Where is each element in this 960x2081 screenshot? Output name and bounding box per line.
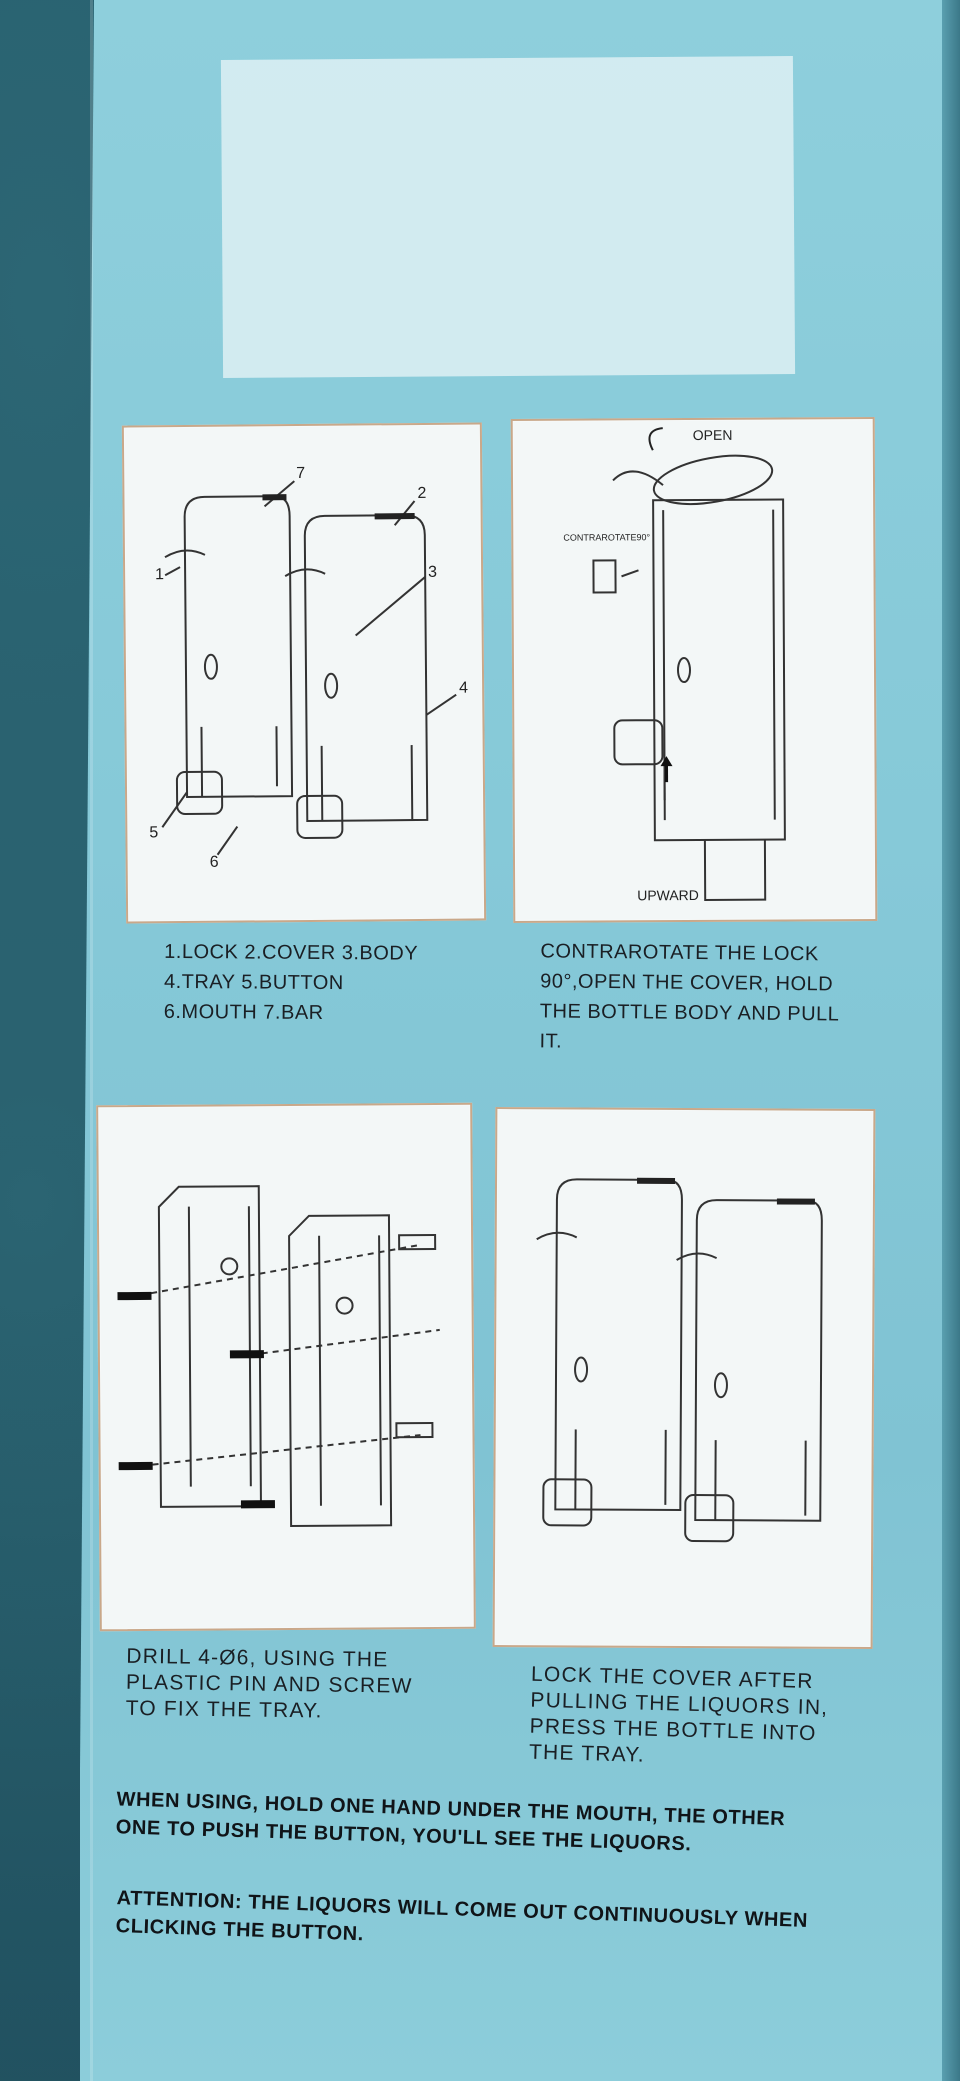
upward-label: UPWARD: [637, 887, 699, 903]
part-label-4: 4: [459, 680, 468, 697]
open-cover-caption: CONTRAROTATE THE LOCK 90°,OPEN THE COVER…: [539, 940, 840, 1053]
parts-diagram-panel: 7 2 1 3 4 5 6: [121, 422, 487, 924]
lock-cover-caption: LOCK THE COVER AFTER PULLING THE LIQUORS…: [528, 1662, 829, 1767]
open-cover-drawing: OPEN CONTRAROTATE90° UPWARD: [563, 427, 786, 903]
contrarotate-label: CONTRAROTATE90°: [563, 532, 650, 542]
assembled-dispenser-panel: [492, 1107, 876, 1649]
drill-install-panel: [96, 1102, 476, 1632]
open-cover-panel: OPEN CONTRAROTATE90° UPWARD: [510, 417, 878, 923]
part-label-2: 2: [417, 485, 426, 502]
box-crease: [90, 0, 93, 2081]
drill-caption: DRILL 4-Ø6, USING THE PLASTIC PIN AND SC…: [125, 1644, 413, 1723]
dual-dispenser-parts-drawing: 7 2 1 3 4 5 6: [149, 465, 468, 871]
part-label-1: 1: [155, 566, 164, 583]
open-label: OPEN: [693, 427, 733, 443]
parts-caption: 1.LOCK 2.COVER 3.BODY 4.TRAY 5.BUTTON 6.…: [163, 940, 419, 1024]
assembled-dispenser-drawing: [536, 1177, 823, 1543]
part-label-7: 7: [296, 465, 305, 482]
box-edge: [942, 0, 960, 2081]
blank-label-area: [220, 56, 796, 378]
tray-mounting-drawing: [117, 1185, 440, 1527]
part-label-5: 5: [149, 824, 158, 841]
part-label-3: 3: [428, 564, 437, 581]
part-label-6: 6: [210, 854, 219, 871]
